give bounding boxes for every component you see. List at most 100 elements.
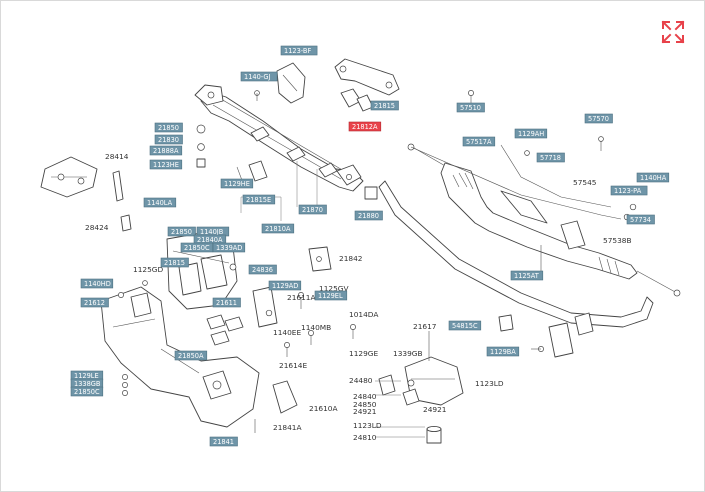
part-tag-t-rack4[interactable]: 1129AH (514, 128, 548, 139)
part-tag-label: 1123HE (153, 161, 179, 169)
part-tag-t-beam-d[interactable]: 21870 (298, 204, 327, 215)
label-57538b: 57538B (603, 236, 632, 245)
part-tag-box (248, 264, 277, 275)
part-tag-box (160, 257, 189, 268)
part-tag-t-rack5[interactable]: 57570 (584, 113, 613, 124)
label-1125gd: 1125GD (133, 265, 164, 274)
part-tag-label: 1129EL (318, 292, 343, 300)
part-tag-t-c6[interactable]: 24836 (248, 264, 277, 275)
part-tag-label: 21888A (153, 147, 179, 155)
label-21842: 21842 (339, 254, 363, 263)
part-tag-t-c2[interactable]: 1140JB (196, 226, 230, 237)
part-tag-t-l4[interactable]: 1123HE (149, 159, 183, 170)
part-tag-box (143, 197, 177, 208)
part-tag-t-c7[interactable]: 21850C (180, 242, 214, 253)
part-tag-t-rack2[interactable]: 57517A (462, 136, 496, 147)
label-24921-a: 24921 (353, 407, 377, 416)
part-tag-label: 21815 (164, 259, 185, 267)
part-tag-t-ll3[interactable]: 21850A (174, 350, 208, 361)
part-tag-box (268, 280, 302, 291)
part-tag-label: 57510 (460, 104, 481, 112)
label-21841a: 21841A (273, 423, 302, 432)
part-tag-label: 57718 (540, 154, 561, 162)
part-tag-t-stab2[interactable]: 1129BA (486, 346, 520, 357)
part-tag-label: 54815C (452, 322, 478, 330)
part-tag-t-c10[interactable]: 21611 (212, 297, 241, 308)
label-1129ge: 1129GE (349, 349, 379, 358)
part-tag-label: 57734 (630, 216, 651, 224)
part-tag-t-ll5[interactable]: 1338GB (70, 378, 104, 389)
part-tag-label: 1129AD (272, 282, 298, 290)
part-tag-label: 21841 (213, 438, 234, 446)
part-tag-t-ll6[interactable]: 21850C (70, 386, 104, 397)
part-tag-box (514, 128, 548, 139)
part-tag-t-beam-c[interactable]: 21810A (261, 223, 295, 234)
part-tag-t-c9[interactable]: 1129EL (314, 290, 348, 301)
part-tag-box (370, 100, 399, 111)
part-tag-t-c4[interactable]: 1339AD (212, 242, 246, 253)
part-tag-box (149, 159, 183, 170)
mount-fasteners (284, 292, 356, 357)
upper-link-arm (334, 58, 400, 112)
part-tag-t-beam-a[interactable]: 1129HE (220, 178, 254, 189)
label-57545: 57545 (573, 178, 597, 187)
part-tag-label: 21815E (246, 196, 271, 204)
part-tag-box (220, 178, 254, 189)
part-tag-box (298, 204, 327, 215)
part-tag-label: 1123-PA (614, 187, 642, 195)
mounting-pad-left (40, 156, 132, 232)
part-tag-t-ll1[interactable]: 1140HD (80, 278, 114, 289)
part-tag-t-c3[interactable]: 21840A (193, 234, 227, 245)
part-tag-box (174, 350, 208, 361)
expand-button[interactable] (660, 19, 686, 45)
label-24850: 24850 (353, 400, 377, 409)
part-tag-t-c8[interactable]: 1129AD (268, 280, 302, 291)
part-tag-label: 21850 (171, 228, 192, 236)
part-tag-label: 21612 (84, 299, 105, 307)
part-tag-t-top-a[interactable]: 1123-BF (280, 45, 318, 56)
part-tag-label: 24836 (252, 266, 273, 274)
part-tag-t-rack8[interactable]: 57734 (626, 214, 655, 225)
label-24840: 24840 (353, 392, 377, 401)
part-tag-t-l1[interactable]: 21850 (154, 122, 183, 133)
part-tag-t-top-b[interactable]: 1140-GJ (240, 71, 278, 82)
label-1123ld-b: 1123LD (353, 421, 382, 430)
label-1339gb: 1339GB (393, 349, 423, 358)
part-tag-box (462, 136, 496, 147)
part-tag-t-left[interactable]: 1140LA (143, 197, 177, 208)
part-tag-box (212, 297, 241, 308)
label-1140mb: 1140MB (301, 323, 331, 332)
part-tag-box (626, 214, 655, 225)
part-tag-t-rack7[interactable]: 1140HA (636, 172, 670, 183)
part-tag-label: 1140HD (84, 280, 111, 288)
part-tag-box (456, 102, 485, 113)
part-tag-label: 1140LA (147, 199, 173, 207)
part-tag-label: 1129AH (518, 130, 544, 138)
part-tag-box (610, 185, 648, 196)
beam-hardware (196, 124, 378, 221)
part-tag-box (486, 346, 520, 357)
part-tag-t-rack9[interactable]: 1125AT (510, 270, 544, 281)
expand-arrows-icon (661, 20, 685, 44)
part-tag-t-rack3[interactable]: 57718 (536, 152, 565, 163)
part-tag-label: 21850 (158, 124, 179, 132)
part-tag-t-mount-r[interactable]: 21815 (370, 100, 399, 111)
part-tag-t-beam-b[interactable]: 21815E (242, 194, 276, 205)
part-tag-t-rack6[interactable]: 1123-PA (610, 185, 648, 196)
part-tag-t-highlight[interactable]: 21812A (348, 121, 382, 132)
part-tag-box (314, 290, 348, 301)
part-tag-t-ll4[interactable]: 1129LE (70, 370, 104, 381)
part-tag-label: 1129LE (74, 372, 99, 380)
part-tag-t-c1[interactable]: 21850 (167, 226, 196, 237)
part-tag-t-l3[interactable]: 21888A (149, 145, 183, 156)
part-tag-t-beam-e[interactable]: 21880 (354, 210, 383, 221)
part-tag-t-c5[interactable]: 21815 (160, 257, 189, 268)
part-tag-t-stab1[interactable]: 54815C (448, 320, 482, 331)
part-tag-t-ll2[interactable]: 21612 (80, 297, 109, 308)
part-tag-label: 21815 (374, 102, 395, 110)
part-tag-t-ll7[interactable]: 21841 (209, 436, 238, 447)
part-tag-box (209, 436, 238, 447)
part-tag-t-l2[interactable]: 21830 (154, 134, 183, 145)
part-tag-t-rack1[interactable]: 57510 (456, 102, 485, 113)
part-tag-label: 21611 (216, 299, 237, 307)
